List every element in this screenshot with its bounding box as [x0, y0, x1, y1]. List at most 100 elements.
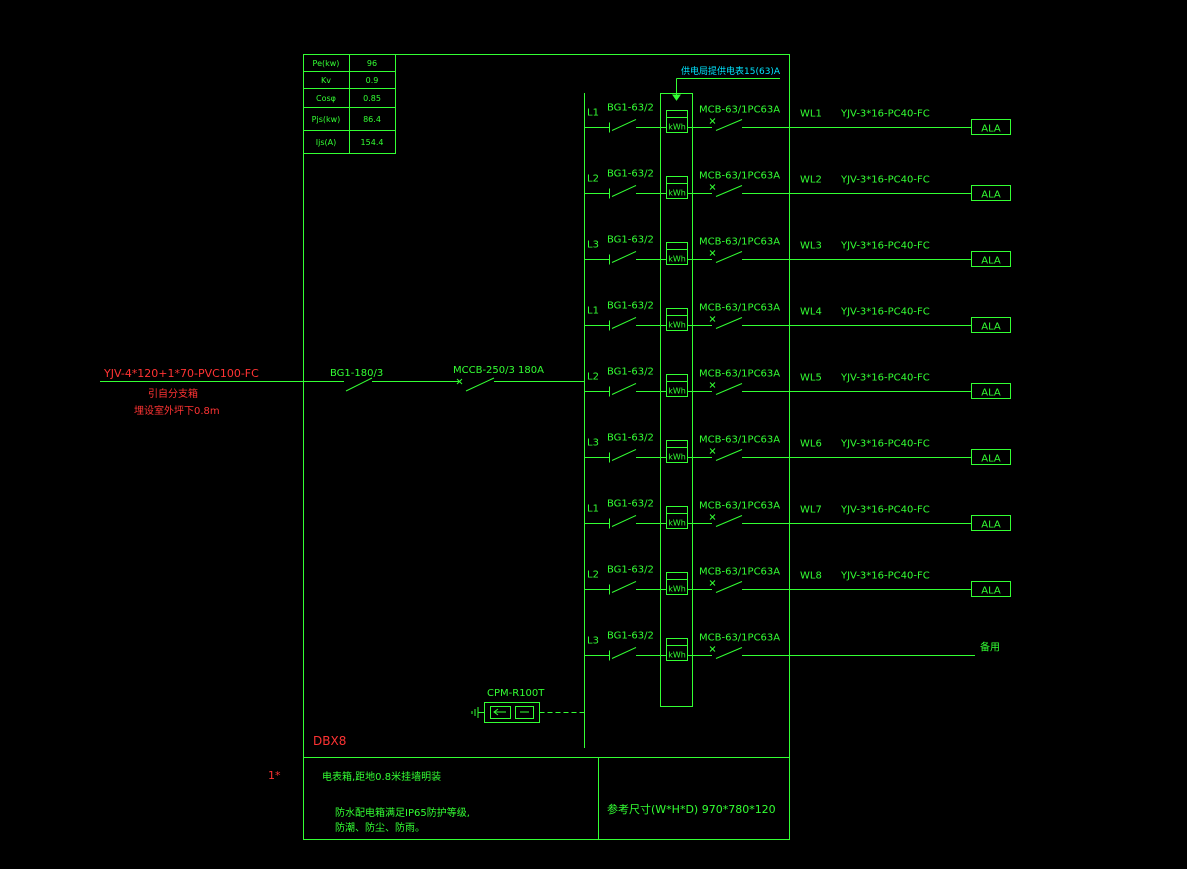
param-value: 0.85	[363, 94, 381, 103]
isolator-label: BG1-63/2	[607, 367, 654, 378]
isolator-blade	[611, 581, 637, 593]
kwh-meter	[666, 645, 688, 661]
kwh-meter-label: kWh	[668, 651, 686, 660]
isolator-label: BG1-63/2	[607, 631, 654, 642]
isolator-blade	[611, 449, 637, 461]
breaker-label: MCB-63/1PC63A	[699, 501, 780, 512]
kwh-meter	[666, 579, 688, 595]
breaker-label: MCB-63/1PC63A	[699, 303, 780, 314]
param-value: 154.4	[361, 138, 384, 147]
param-name: Pjs(kw)	[312, 115, 341, 124]
phase-label: L3	[587, 438, 599, 449]
meter-display	[666, 440, 688, 448]
incoming-source-note: 引自分支箱	[148, 387, 198, 400]
breaker-label: MCB-63/1PC63A	[699, 105, 780, 116]
load-label: ALA	[981, 454, 1001, 465]
isolator-label: BG1-63/2	[607, 301, 654, 312]
isolator-blade	[611, 185, 637, 197]
breaker-label: MCB-63/1PC63A	[699, 369, 780, 380]
breaker-blade	[715, 251, 743, 263]
incoming-burial-note: 埋设室外坪下0.8m	[134, 404, 220, 417]
breaker-trip-mark	[709, 580, 716, 586]
param-value: 0.9	[366, 76, 379, 85]
phase-label: L3	[587, 636, 599, 647]
meter-display	[666, 242, 688, 250]
isolator-label: BG1-63/2	[607, 433, 654, 444]
phase-label: L2	[587, 372, 599, 383]
isolator-label: BG1-63/2	[607, 169, 654, 180]
kwh-meter	[666, 381, 688, 397]
breaker-blade	[715, 449, 743, 461]
isolator-blade	[611, 119, 637, 131]
isolator-blade	[611, 515, 637, 527]
breaker-trip-mark	[709, 118, 716, 124]
circuit-id: WL1	[800, 109, 822, 120]
size-note: 参考尺寸(W*H*D) 970*780*120	[607, 802, 776, 816]
circuit-cable: YJV-3*16-PC40-FC	[840, 307, 930, 318]
kwh-meter	[666, 315, 688, 331]
phase-label: L3	[587, 240, 599, 251]
breaker-label: MCB-63/1PC63A	[699, 171, 780, 182]
breaker-blade	[715, 383, 743, 395]
load-box	[971, 581, 1011, 597]
meter-display	[666, 110, 688, 118]
spd-label: CPM-R100T	[487, 688, 545, 699]
load-box	[971, 185, 1011, 201]
load-box	[971, 119, 1011, 135]
breaker-label: MCB-63/1PC63A	[699, 633, 780, 644]
load-box	[971, 383, 1011, 399]
spare-label: 备用	[980, 641, 1000, 654]
quantity-label: 1*	[268, 769, 281, 782]
breaker-trip-mark	[709, 646, 716, 652]
kwh-meter-label: kWh	[668, 255, 686, 264]
load-label: ALA	[981, 124, 1001, 135]
breaker-trip-mark	[709, 514, 716, 520]
kwh-meter-label: kWh	[668, 189, 686, 198]
kwh-meter	[666, 117, 688, 133]
load-label: ALA	[981, 256, 1001, 267]
load-label: ALA	[981, 388, 1001, 399]
param-name: Ijs(A)	[316, 138, 336, 147]
kwh-meter-label: kWh	[668, 387, 686, 396]
breaker-trip-mark	[709, 448, 716, 454]
meter-note: 供电局提供电表15(63)A	[681, 65, 781, 77]
main-isolator-label: BG1-180/3	[330, 368, 383, 379]
circuit-id: WL8	[800, 571, 822, 582]
meter-display	[666, 308, 688, 316]
breaker-blade	[715, 581, 743, 593]
load-box	[971, 449, 1011, 465]
circuit-row: kWh L3 BG1-63/2 MCB-63/1PC63A 备用	[584, 631, 1000, 661]
phase-label: L2	[587, 570, 599, 581]
isolator-blade	[611, 383, 637, 395]
surge-protector-symbol	[471, 702, 585, 723]
kwh-meter-label: kWh	[668, 585, 686, 594]
isolator-blade	[611, 317, 637, 329]
circuit-id: WL3	[800, 241, 822, 252]
parameter-table-grid	[303, 54, 396, 154]
incoming-cable-label: YJV-4*120+1*70-PVC100-FC	[103, 367, 259, 380]
circuit-id: WL6	[800, 439, 822, 450]
breaker-trip-mark	[709, 184, 716, 190]
phase-label: L1	[587, 108, 599, 119]
isolator-label: BG1-63/2	[607, 103, 654, 114]
meter-display	[666, 572, 688, 580]
kwh-meter-label: kWh	[668, 519, 686, 528]
load-box	[971, 515, 1011, 531]
ip-note-line1: 防水配电箱满足IP65防护等级,	[335, 806, 470, 819]
kwh-meter-label: kWh	[668, 321, 686, 330]
box-name: DBX8	[313, 734, 346, 748]
breaker-label: MCB-63/1PC63A	[699, 435, 780, 446]
isolator-blade	[611, 647, 637, 659]
load-box	[971, 251, 1011, 267]
mount-note: 电表箱,距地0.8米挂墙明装	[322, 770, 441, 783]
circuit-id: WL4	[800, 307, 822, 318]
meter-display	[666, 506, 688, 514]
meter-display	[666, 176, 688, 184]
phase-label: L2	[587, 174, 599, 185]
